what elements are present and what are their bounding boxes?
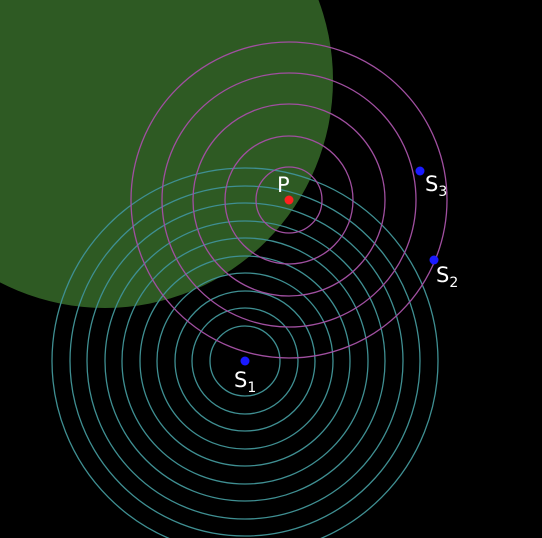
point-s1 [240,356,250,366]
s1-ring-7 [104,220,386,502]
point-s2 [429,255,439,265]
s1-ring-5 [139,255,351,467]
s1-ring-9 [69,185,421,537]
s1-ring-2 [191,307,299,415]
label-s2-subscript: 2 [449,275,458,291]
green-region [0,0,333,308]
label-s3: S3 [425,172,447,200]
s1-ring-1 [209,325,281,397]
label-s3-letter: S [425,172,438,196]
s1-ring-3 [174,290,316,432]
label-p: P [277,173,290,197]
p-ring-2 [224,135,354,265]
label-s1-letter: S [234,368,247,392]
label-s1-subscript: 1 [247,380,256,396]
s1-ring-6 [121,237,369,485]
point-s3 [415,166,425,176]
p-ring-5 [130,41,448,359]
label-s1: S1 [234,368,256,396]
s1-wave-rings [51,167,439,538]
label-s3-subscript: 3 [438,184,447,200]
s1-ring-4 [156,272,334,450]
p-ring-3 [192,103,386,297]
s1-ring-10 [51,167,439,538]
label-s2-letter: S [436,263,449,287]
p-ring-4 [161,72,417,328]
s1-ring-8 [86,202,404,520]
point-p [284,195,294,205]
p-ring-1 [255,166,323,234]
p-wave-rings [130,41,448,359]
label-s2: S2 [436,263,458,291]
